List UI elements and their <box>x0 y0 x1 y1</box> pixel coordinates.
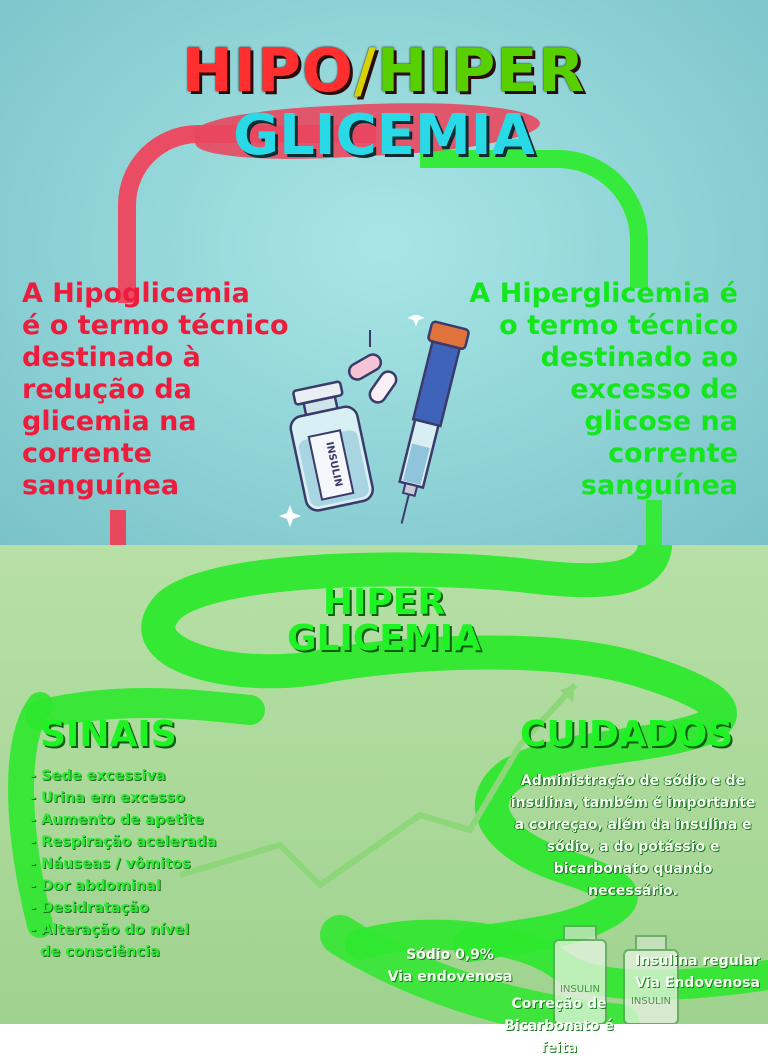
list-item: - Desidratação <box>30 900 149 916</box>
insulina-line: Insulina regular <box>635 953 760 969</box>
cuidados-heading: CUIDADOS <box>520 714 734 755</box>
hiper-line: glicose na <box>584 406 738 437</box>
trend-arrow <box>179 682 578 888</box>
cuidados-line: insulina, também é importante <box>510 795 756 811</box>
page-title: HIPO/HIPER <box>0 36 768 106</box>
hipo-line: redução da <box>22 374 192 405</box>
insulina-label: Insulina regular Via Endovenosa <box>630 950 765 994</box>
sodio-label: Sódio 0,9% Via endovenosa <box>380 944 520 988</box>
sinais-list: - Sede excessiva - Urina em excesso - Au… <box>30 765 217 963</box>
insulin-bottle-label: INSULIN <box>631 996 671 1007</box>
cuidados-text: Administração de sódio e de insulina, ta… <box>508 770 758 902</box>
insulina-line: Via Endovenosa <box>635 975 760 991</box>
hiper-line: destinado ao <box>540 342 738 373</box>
list-item: - Dor abdominal <box>30 878 161 894</box>
insulin-bottle-icon: INSULIN <box>553 925 607 1024</box>
hipo-line: sanguínea <box>22 470 180 501</box>
hipoglicemia-definition: A Hipoglicemia é o termo técnico destina… <box>22 278 312 502</box>
insulin-bottles-illustration: INSULIN INSULIN <box>553 925 679 1024</box>
title-hipo: HIPO <box>182 36 354 106</box>
red-brush-drip <box>110 510 126 545</box>
green-brush-arc <box>420 150 648 288</box>
pill-icon <box>347 330 398 404</box>
title-hiper: HIPER <box>376 36 586 106</box>
cuidados-line: Administração de sódio e de <box>520 773 746 789</box>
green-brush-drip <box>646 500 662 545</box>
vial-icon: INSULIN <box>289 380 375 512</box>
list-item: - Náuseas / vômitos <box>30 856 191 872</box>
bottom-panel: INSULIN INSULIN <box>0 545 768 1024</box>
title-glicemia: GLICEMIA <box>233 103 535 168</box>
insulin-illustration: INSULIN <box>279 315 470 527</box>
list-item: - Alteração do nível <box>30 922 190 938</box>
hiper-line: sanguínea <box>580 470 738 501</box>
hiper-line: corrente <box>608 438 738 469</box>
sodio-line: Via endovenosa <box>387 969 513 985</box>
title-slash: / <box>353 36 377 106</box>
list-item: - Respiração acelerada <box>30 834 217 850</box>
hiper-line: A Hiperglicemia é <box>469 278 738 309</box>
list-item: - Urina em excesso <box>30 790 185 806</box>
sparkle-icon <box>279 315 425 527</box>
cuidados-line: necessário. <box>587 883 678 899</box>
hipo-line: glicemia na <box>22 406 197 437</box>
top-panel: HIPO/HIPER GLICEMIA A Hipoglicemia é o t… <box>0 0 768 545</box>
cuidados-line: a correçao, além da insulina e <box>514 817 752 833</box>
hiper-line: excesso de <box>570 374 738 405</box>
hiper-line: o termo técnico <box>499 310 738 341</box>
section-title-line: GLICEMIA <box>287 618 481 659</box>
cuidados-line: bicarbonato quando <box>553 861 713 877</box>
section-title-line: HIPER <box>322 582 446 623</box>
correcao-line: Bicarbonato é feita <box>504 1018 614 1056</box>
correcao-label: Correção de Bicarbonato é feita <box>484 993 634 1059</box>
list-item: de consciência <box>40 944 160 960</box>
hipo-line: é o termo técnico <box>22 310 289 341</box>
correcao-line: Correção de <box>511 996 607 1012</box>
hipo-line: destinado à <box>22 342 201 373</box>
insulin-bottle-icon: INSULIN <box>623 935 679 1024</box>
hipo-line: A Hipoglicemia <box>22 278 250 309</box>
hiperglicemia-section-title: HIPER GLICEMIA <box>0 585 768 657</box>
list-item: - Aumento de apetite <box>30 812 204 828</box>
cuidados-line: sódio, a do potássio e <box>546 839 720 855</box>
hipo-line: corrente <box>22 438 152 469</box>
sinais-heading: SINAIS <box>40 714 177 755</box>
syringe-icon <box>398 320 470 524</box>
list-item: - Sede excessiva <box>30 768 166 784</box>
hiperglicemia-definition: A Hiperglicemia é o termo técnico destin… <box>440 278 738 502</box>
insulin-bottle-label: INSULIN <box>560 984 600 995</box>
sodio-line: Sódio 0,9% <box>406 947 494 963</box>
